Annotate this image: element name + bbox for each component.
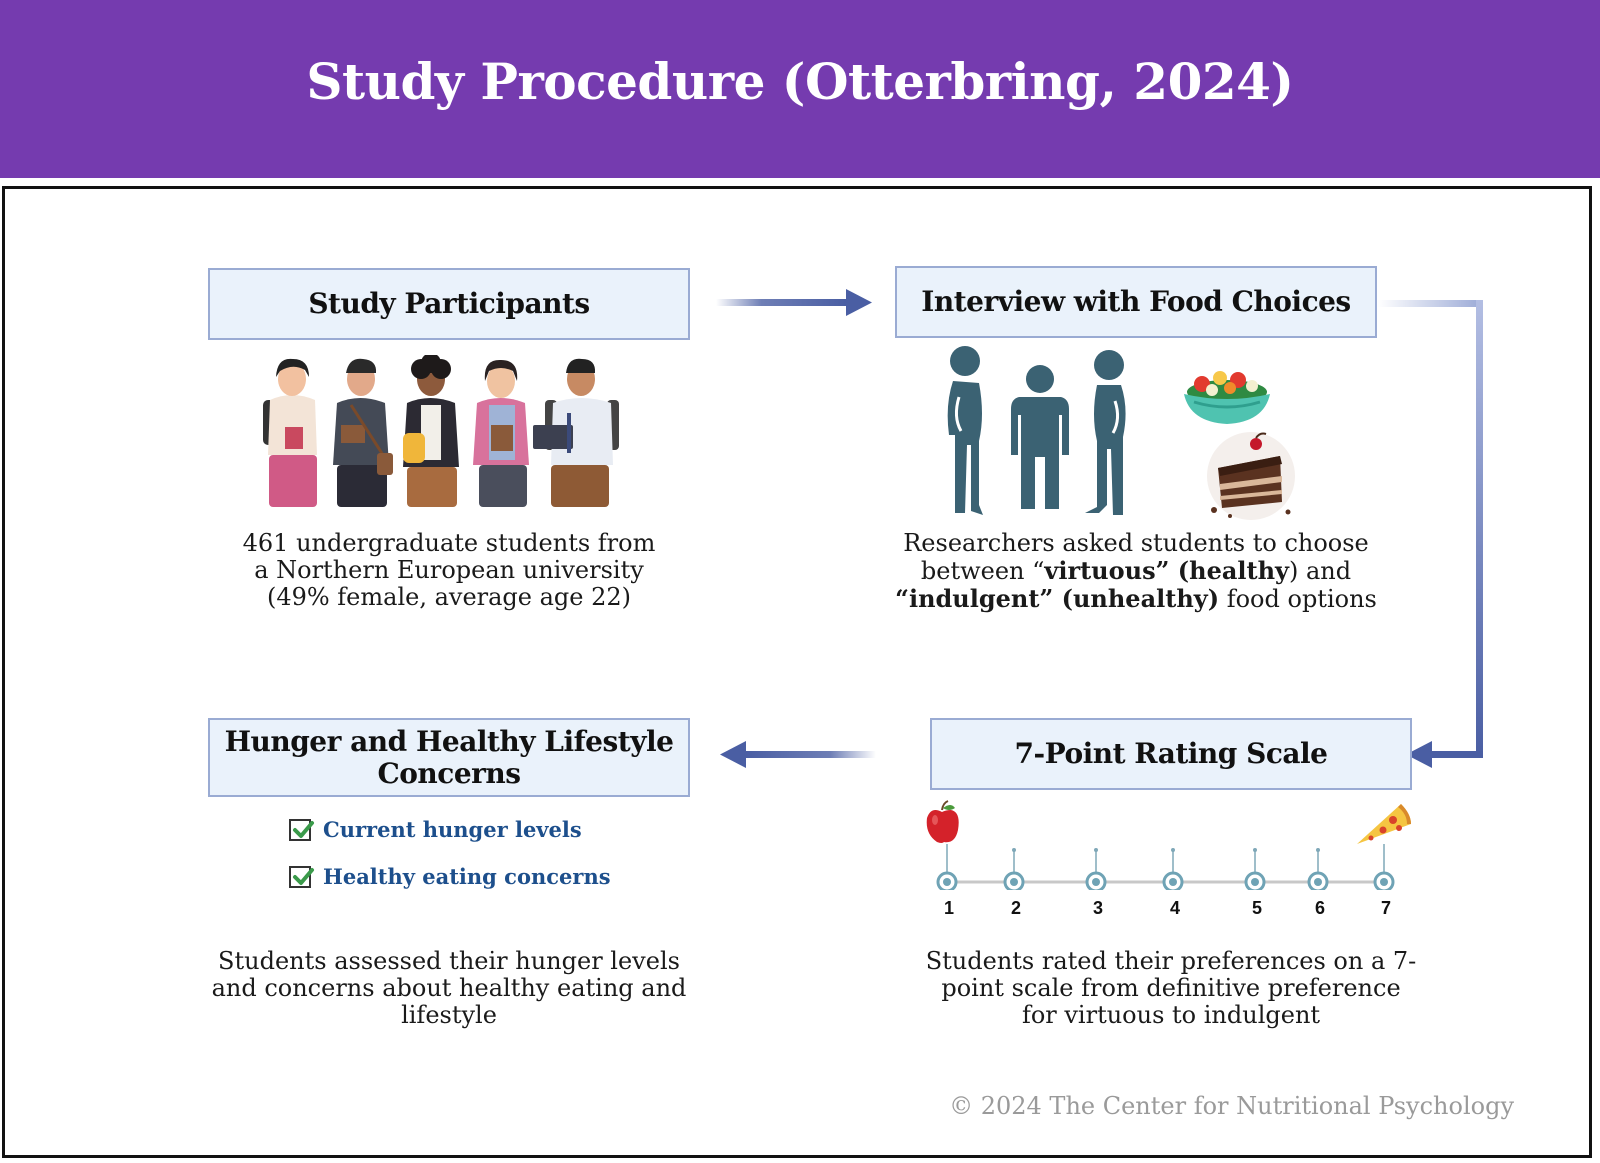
header-banner: Study Procedure (Otterbring, 2024): [0, 0, 1600, 178]
scale-point-top-5: [1253, 848, 1257, 852]
checklist-label: Healthy eating concerns: [323, 864, 611, 889]
arrow-participants-to-interview: [716, 299, 846, 306]
scale-point-center-7: [1380, 878, 1388, 886]
step-box-hunger: Hunger and Healthy Lifestyle Concerns: [208, 718, 690, 797]
pizza-slice-icon: [1357, 804, 1411, 844]
rating-scale: [936, 844, 1395, 890]
scale-label-3: 3: [1092, 898, 1103, 918]
chocolate-cake-icon: [1207, 432, 1295, 520]
scale-point-top-4: [1171, 848, 1175, 852]
step-box-interview: Interview with Food Choices: [895, 266, 1377, 338]
checklist-item: Current hunger levels: [289, 817, 582, 842]
page-title: Study Procedure (Otterbring, 2024): [306, 52, 1294, 111]
scale-label-2: 2: [1010, 898, 1021, 918]
step-box-rating: 7-Point Rating Scale: [930, 718, 1412, 790]
hunger-description: Students assessed their hunger levels an…: [211, 947, 687, 1029]
rating-description: Students rated their preferences on a 7-…: [925, 947, 1417, 1029]
arrow-interview-to-rating-v: [1476, 300, 1483, 758]
arrow-head-2: [1406, 741, 1432, 768]
arrow-rating-to-hunger: [746, 751, 876, 758]
scale-point-center-5: [1251, 878, 1259, 886]
scale-label-6: 6: [1314, 898, 1325, 918]
step-title-hunger-line2: Concerns: [377, 756, 521, 790]
arrow-head-3: [720, 741, 746, 768]
salad-bowl-icon: [1184, 371, 1270, 424]
students-group-illustration: [263, 355, 619, 507]
diagram-frame: [2, 186, 1592, 1158]
checkbox-checked-icon: [289, 818, 314, 841]
step-title-rating: 7-Point Rating Scale: [1014, 737, 1328, 770]
standing-people-icon: [947, 346, 1126, 515]
scale-label-4: 4: [1169, 898, 1180, 918]
scale-label-7: 7: [1380, 898, 1391, 918]
checkbox-checked-icon: [289, 865, 314, 888]
scale-point-center-1: [943, 878, 951, 886]
step-title-hunger-line1: Hunger and Healthy Lifestyle: [224, 724, 674, 758]
scale-label-1: 1: [943, 898, 954, 918]
scale-point-top-6: [1316, 848, 1320, 852]
checklist-label: Current hunger levels: [323, 817, 582, 842]
scale-point-center-6: [1314, 878, 1322, 886]
scale-label-5: 5: [1251, 898, 1262, 918]
step-title-participants: Study Participants: [308, 287, 590, 320]
participants-description: 461 undergraduate students from a Northe…: [242, 529, 656, 611]
interview-description: Researchers asked students to choose bet…: [895, 529, 1377, 613]
scale-point-center-3: [1092, 878, 1100, 886]
scale-point-top-3: [1094, 848, 1098, 852]
checklist-item: Healthy eating concerns: [289, 864, 611, 889]
scale-point-center-4: [1169, 878, 1177, 886]
apple-icon: [926, 800, 959, 843]
copyright-notice: © 2024 The Center for Nutritional Psycho…: [949, 1092, 1514, 1120]
arrow-head-1: [846, 289, 872, 316]
step-title-interview: Interview with Food Choices: [921, 285, 1351, 318]
scale-point-top-2: [1012, 848, 1016, 852]
step-box-participants: Study Participants: [208, 268, 690, 340]
arrow-interview-to-rating-h2: [1430, 751, 1483, 758]
scale-point-center-2: [1010, 878, 1018, 886]
arrow-interview-to-rating-h: [1378, 300, 1483, 307]
